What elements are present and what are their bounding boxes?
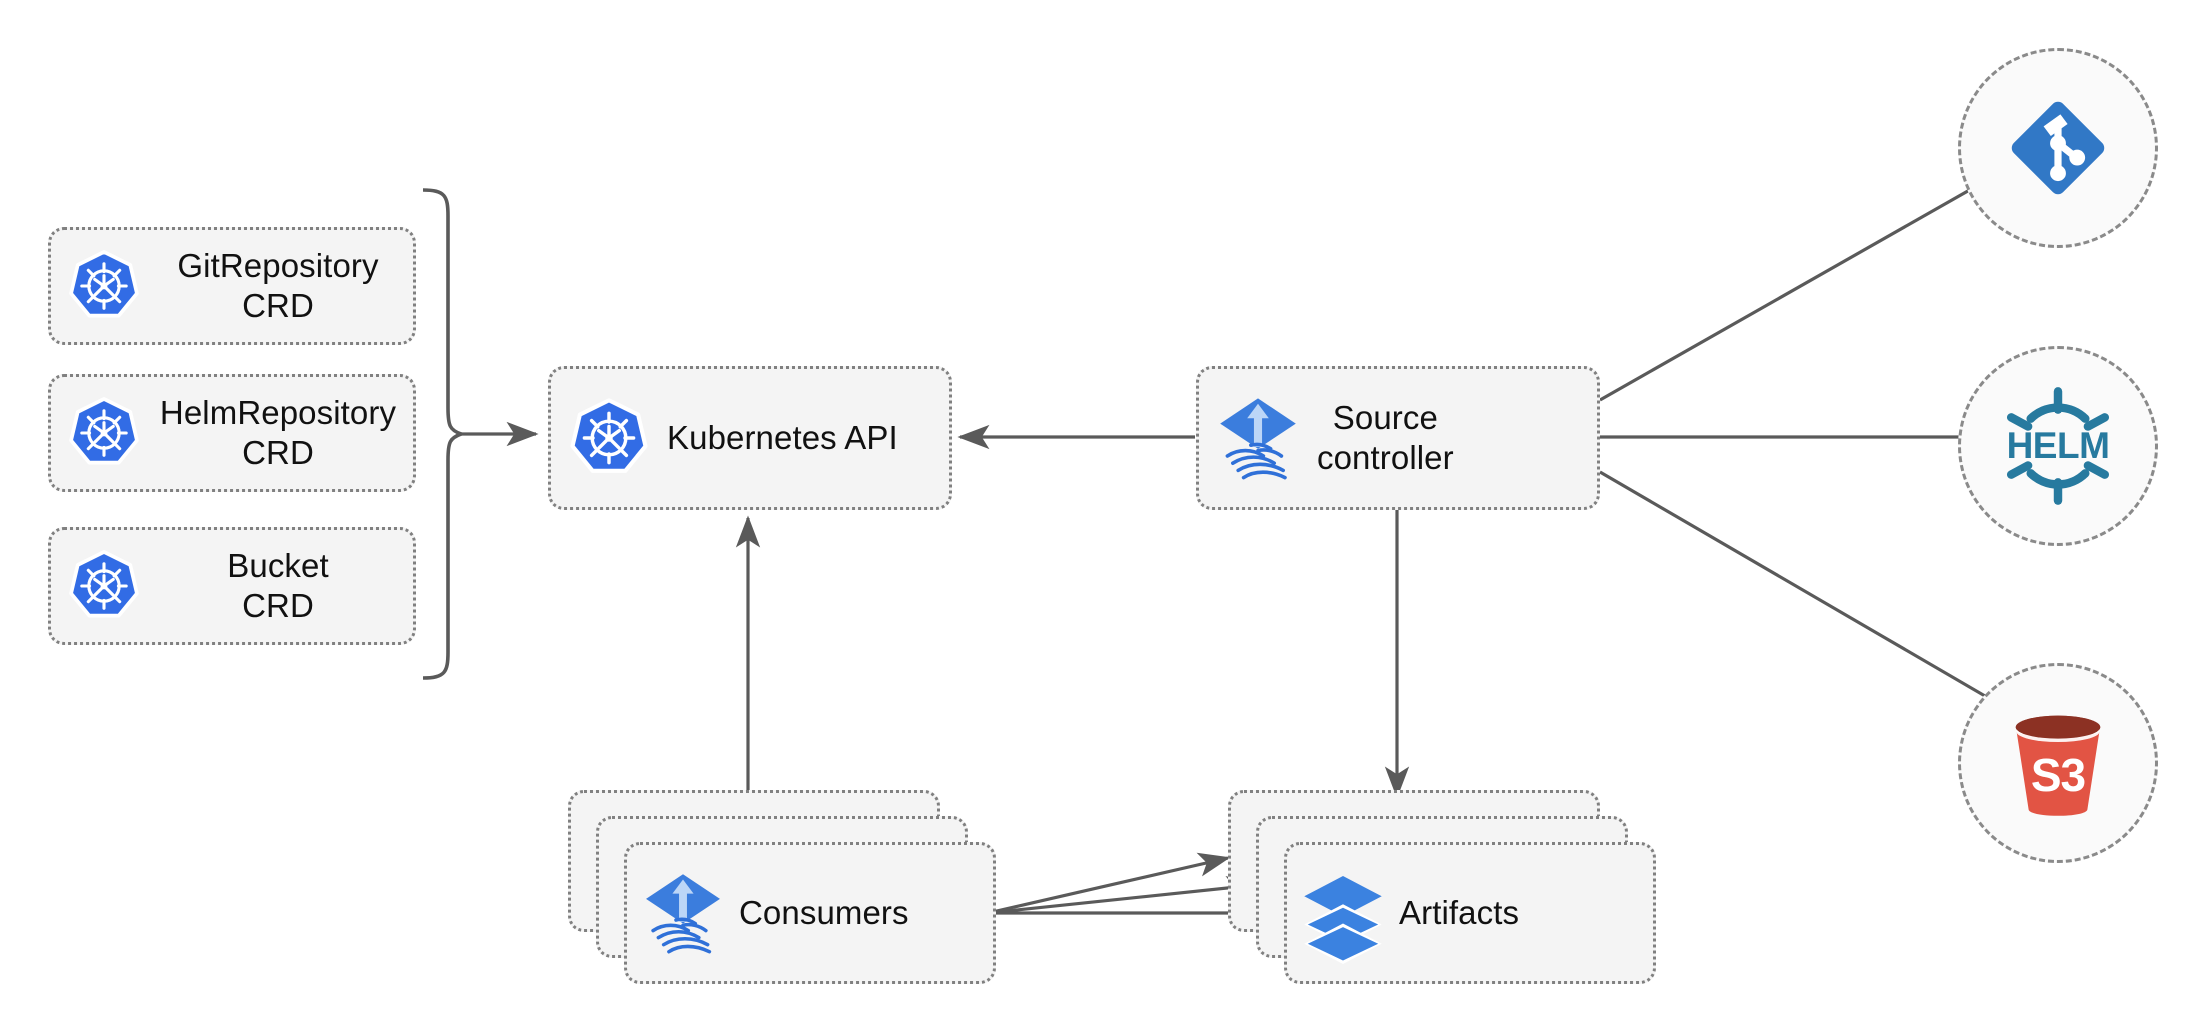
kubernetes-icon: [551, 366, 667, 510]
node-label: Source controller: [1317, 398, 1454, 476]
crd-card-helmrepository[interactable]: HelmRepository CRD: [48, 374, 416, 492]
node-kubernetes-api[interactable]: Kubernetes API: [548, 366, 952, 510]
layers-icon: [1287, 842, 1399, 984]
edge-consumers-to-artifacts-top: [987, 852, 1231, 915]
helm-icon: HELM: [1958, 346, 2158, 546]
kubernetes-icon: [51, 374, 157, 492]
node-label: Kubernetes API: [667, 418, 898, 456]
target-s3[interactable]: S3: [1958, 663, 2158, 863]
node-consumers[interactable]: Consumers: [568, 790, 996, 984]
kubernetes-icon: [51, 527, 157, 645]
target-helm[interactable]: HELM: [1958, 346, 2158, 546]
edge-consumers-to-artifacts-mid: [987, 875, 1259, 915]
crd-card-bucket[interactable]: Bucket CRD: [48, 527, 416, 645]
crd-group-brace: [422, 188, 467, 680]
crd-label: Bucket CRD: [227, 546, 329, 624]
kubernetes-icon: [51, 227, 157, 345]
target-git[interactable]: [1958, 48, 2158, 248]
crd-card-gitrepository[interactable]: GitRepository CRD: [48, 227, 416, 345]
s3-wordmark: S3: [2030, 749, 2086, 801]
flux-icon: [627, 842, 739, 984]
git-icon: [1998, 88, 2118, 208]
node-source-controller[interactable]: Source controller: [1196, 366, 1600, 510]
helm-wordmark: HELM: [2006, 425, 2110, 466]
s3-icon: S3: [1958, 663, 2158, 863]
node-label: Consumers: [739, 893, 909, 931]
artifacts-card-front[interactable]: Artifacts: [1284, 842, 1656, 984]
consumers-card-front[interactable]: Consumers: [624, 842, 996, 984]
node-artifacts[interactable]: Artifacts: [1228, 790, 1656, 984]
flux-icon: [1199, 366, 1317, 510]
crd-label: HelmRepository CRD: [159, 393, 397, 471]
node-label: Artifacts: [1399, 893, 1520, 931]
crd-label: GitRepository CRD: [177, 246, 379, 324]
